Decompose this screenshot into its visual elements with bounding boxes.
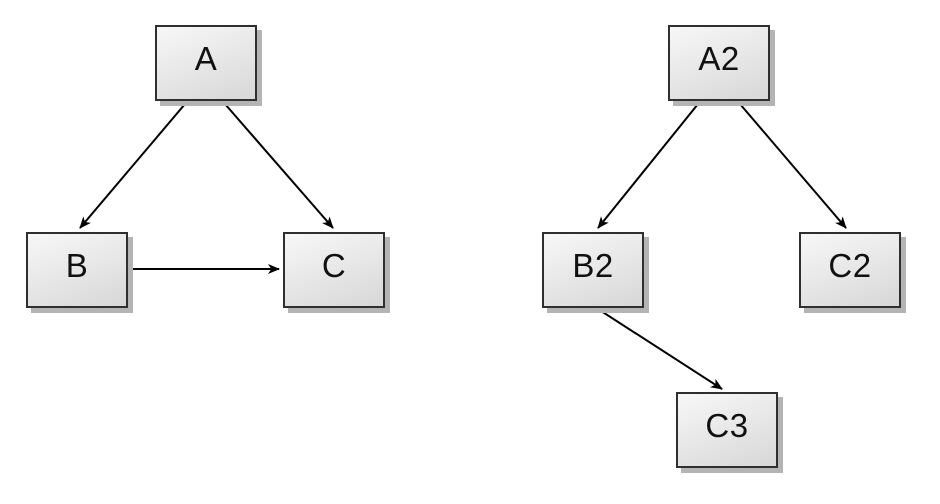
node-A2-label: A2: [698, 40, 740, 77]
node-C2: C2: [799, 232, 901, 308]
node-A2: A2: [668, 25, 770, 101]
edge-A-B: [79, 103, 186, 229]
node-A-label: A: [194, 40, 218, 77]
node-C: C: [283, 232, 385, 308]
node-B: B: [26, 232, 128, 308]
node-C-label: C: [321, 247, 347, 284]
node-B2: B2: [542, 232, 644, 308]
node-C3: C3: [676, 392, 778, 468]
edge-A-C: [224, 103, 334, 229]
node-A: A: [155, 25, 257, 101]
edge-A2-C2: [739, 103, 847, 229]
node-C3-label: C3: [705, 407, 749, 444]
node-B2-label: B2: [572, 247, 614, 284]
node-C2-label: C2: [828, 247, 872, 284]
node-B-label: B: [65, 247, 89, 284]
edge-A2-B2: [597, 103, 699, 229]
edge-B2-C3: [597, 308, 723, 390]
